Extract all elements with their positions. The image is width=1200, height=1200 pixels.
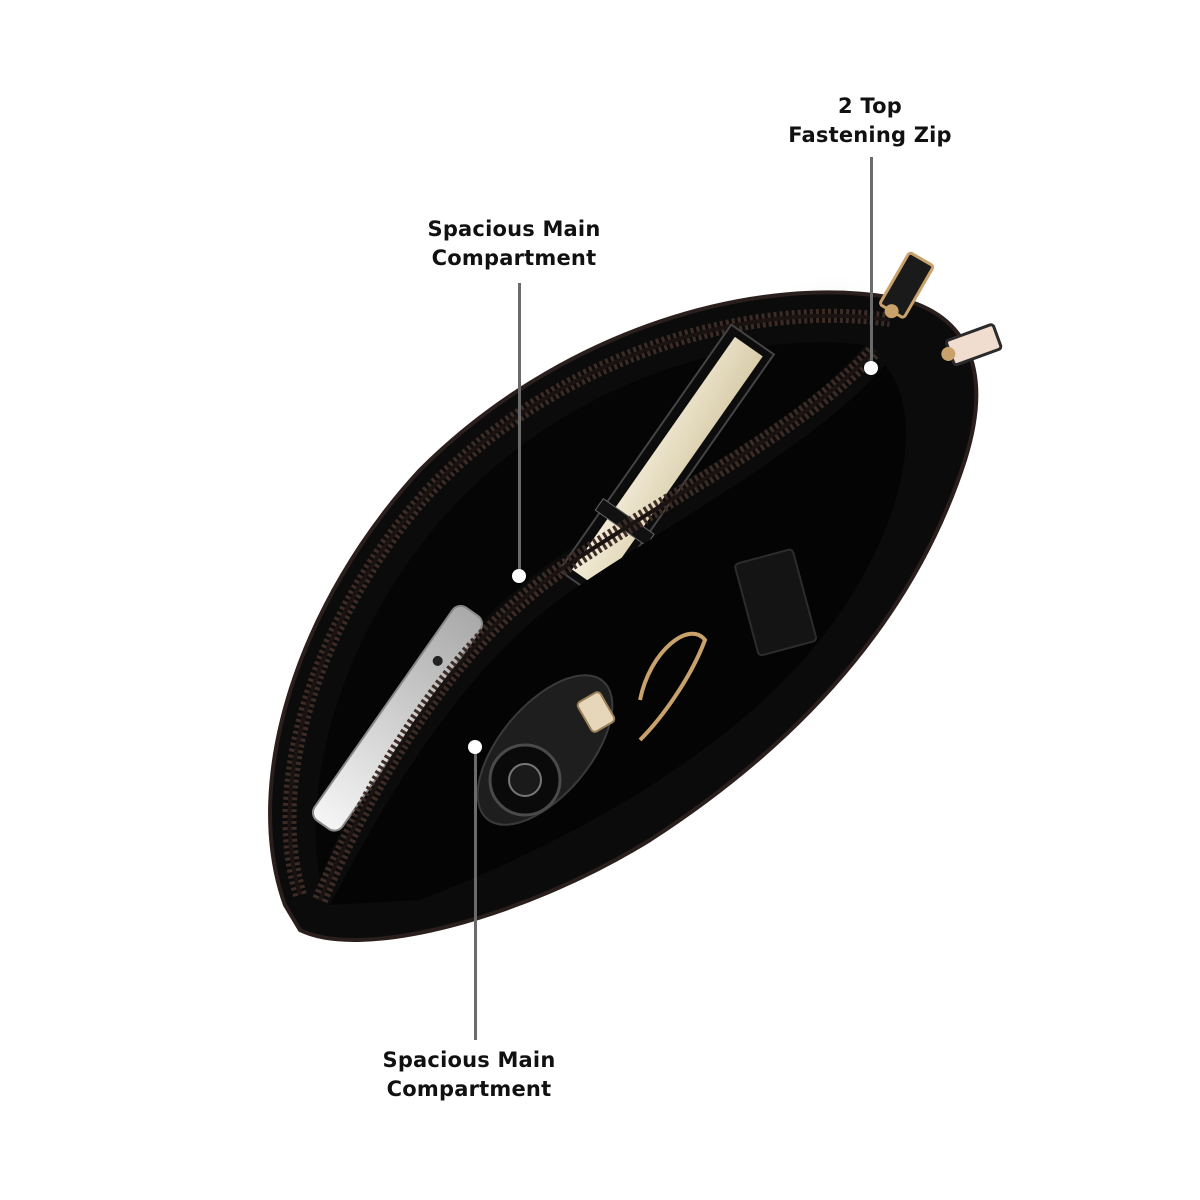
- back-compartment-lining: [315, 342, 865, 880]
- main-bottom-leader-line: [474, 747, 477, 1040]
- main-bottom-callout-line-1: Spacious Main: [382, 1048, 556, 1072]
- zip-callout-line-2: Fastening Zip: [788, 123, 952, 147]
- zip-callout-line-1: 2 Top: [838, 94, 902, 118]
- main-top-leader-line: [518, 283, 521, 576]
- main-bottom-callout-dot: [468, 740, 482, 754]
- lipstick: [734, 548, 818, 657]
- main-top-callout-line-2: Compartment: [431, 246, 597, 270]
- zip-callout-dot: [864, 361, 878, 375]
- main-top-callout-label: Spacious Main Compartment: [404, 215, 624, 273]
- zip-callout-label: 2 Top Fastening Zip: [770, 92, 970, 150]
- perfume-bottle: [476, 674, 614, 826]
- main-bottom-callout-label: Spacious Main Compartment: [359, 1046, 579, 1104]
- sunglasses: [638, 631, 708, 742]
- zip-puller-2: [941, 323, 1003, 367]
- main-top-callout-line-1: Spacious Main: [427, 217, 601, 241]
- zip-puller-1: [879, 251, 935, 319]
- main-top-callout-dot: [512, 569, 526, 583]
- side-clasp: [576, 691, 616, 733]
- main-bottom-callout-line-2: Compartment: [386, 1077, 552, 1101]
- zip-leader-line: [870, 157, 873, 368]
- front-compartment-lining: [330, 365, 906, 905]
